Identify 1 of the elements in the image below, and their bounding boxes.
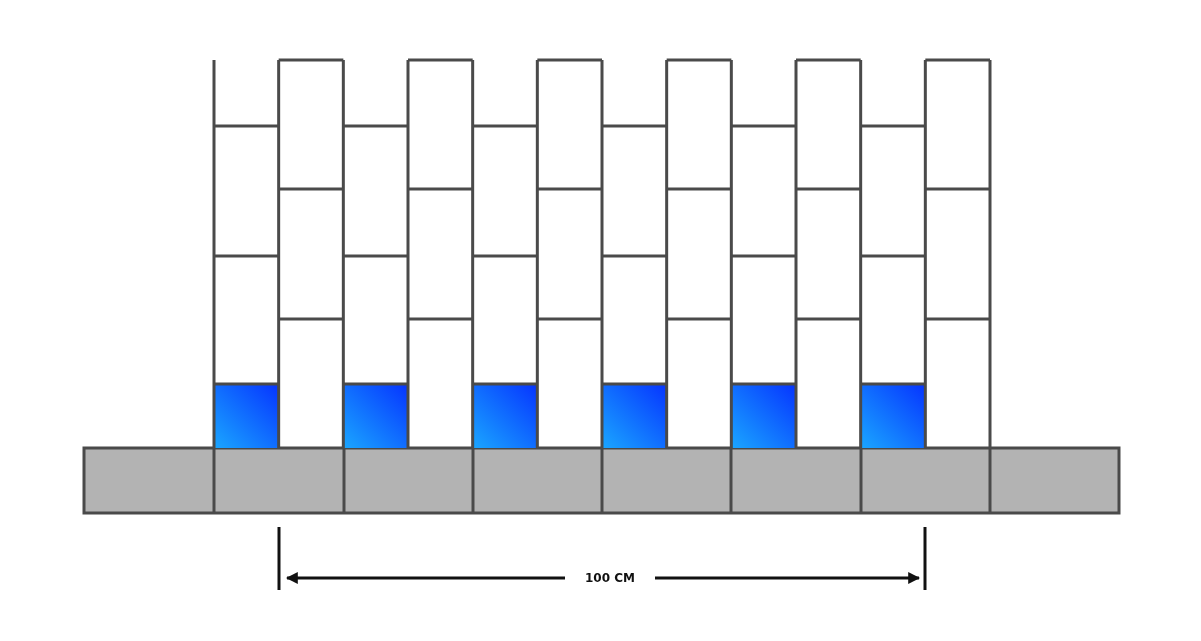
dimension-label: 100 CM [584, 571, 636, 585]
